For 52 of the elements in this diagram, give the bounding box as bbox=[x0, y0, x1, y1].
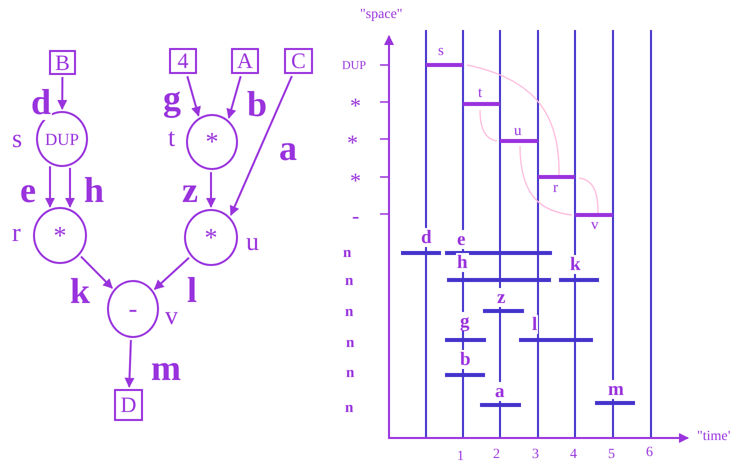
arrow bbox=[230, 76, 293, 216]
wire-name: z bbox=[496, 288, 506, 307]
node-name: t bbox=[168, 125, 176, 151]
wire-name: d bbox=[420, 228, 433, 247]
wire-name: a bbox=[494, 382, 506, 401]
node-name: v bbox=[165, 303, 178, 329]
row-label: n bbox=[345, 401, 354, 416]
tick-label: 2 bbox=[493, 448, 500, 462]
row-label: - bbox=[352, 205, 360, 227]
row-label: * bbox=[347, 132, 358, 154]
operator-circle: - bbox=[107, 280, 159, 338]
tick-label: 4 bbox=[570, 448, 577, 462]
value-box: D bbox=[114, 389, 143, 421]
arrow bbox=[154, 256, 190, 290]
arrow bbox=[186, 76, 201, 117]
row-label: DUP bbox=[342, 59, 366, 71]
row-label: n bbox=[343, 246, 352, 261]
tick-label: 3 bbox=[532, 448, 539, 462]
row-label: n bbox=[346, 366, 354, 381]
row-label: n bbox=[345, 305, 354, 320]
row-label: * bbox=[350, 95, 361, 117]
node-name: u bbox=[246, 229, 259, 255]
wire-name: l bbox=[531, 315, 538, 334]
row-label: * bbox=[350, 170, 361, 192]
tick-label: 6 bbox=[646, 446, 653, 460]
value-box: C bbox=[284, 48, 313, 74]
wire-name: e bbox=[456, 230, 466, 249]
value-box: 4 bbox=[169, 48, 197, 74]
axis-title: "time" bbox=[697, 430, 731, 444]
arrow bbox=[124, 340, 135, 388]
arrow bbox=[206, 172, 216, 208]
arrow bbox=[80, 256, 113, 289]
row-label: n bbox=[345, 274, 354, 289]
value-box: A bbox=[231, 48, 259, 74]
tick-label: 5 bbox=[608, 448, 615, 462]
value-box: B bbox=[49, 50, 76, 75]
wire-name: k bbox=[569, 255, 582, 274]
wire-name: h bbox=[456, 253, 469, 272]
operator-circle: * bbox=[184, 209, 238, 266]
node-name: r bbox=[12, 220, 21, 246]
operator-circle: * bbox=[186, 114, 238, 170]
wire-name: m bbox=[607, 380, 625, 399]
wire-name: g bbox=[459, 312, 470, 331]
arrow bbox=[45, 166, 55, 208]
axis-title: "space" bbox=[360, 8, 403, 22]
node-name: s bbox=[12, 126, 22, 152]
row-label: n bbox=[346, 336, 354, 351]
arrow bbox=[57, 77, 68, 110]
wire-name: b bbox=[459, 350, 472, 369]
arrow bbox=[65, 168, 75, 208]
tick-label: 1 bbox=[457, 450, 464, 464]
arrow bbox=[226, 76, 242, 119]
